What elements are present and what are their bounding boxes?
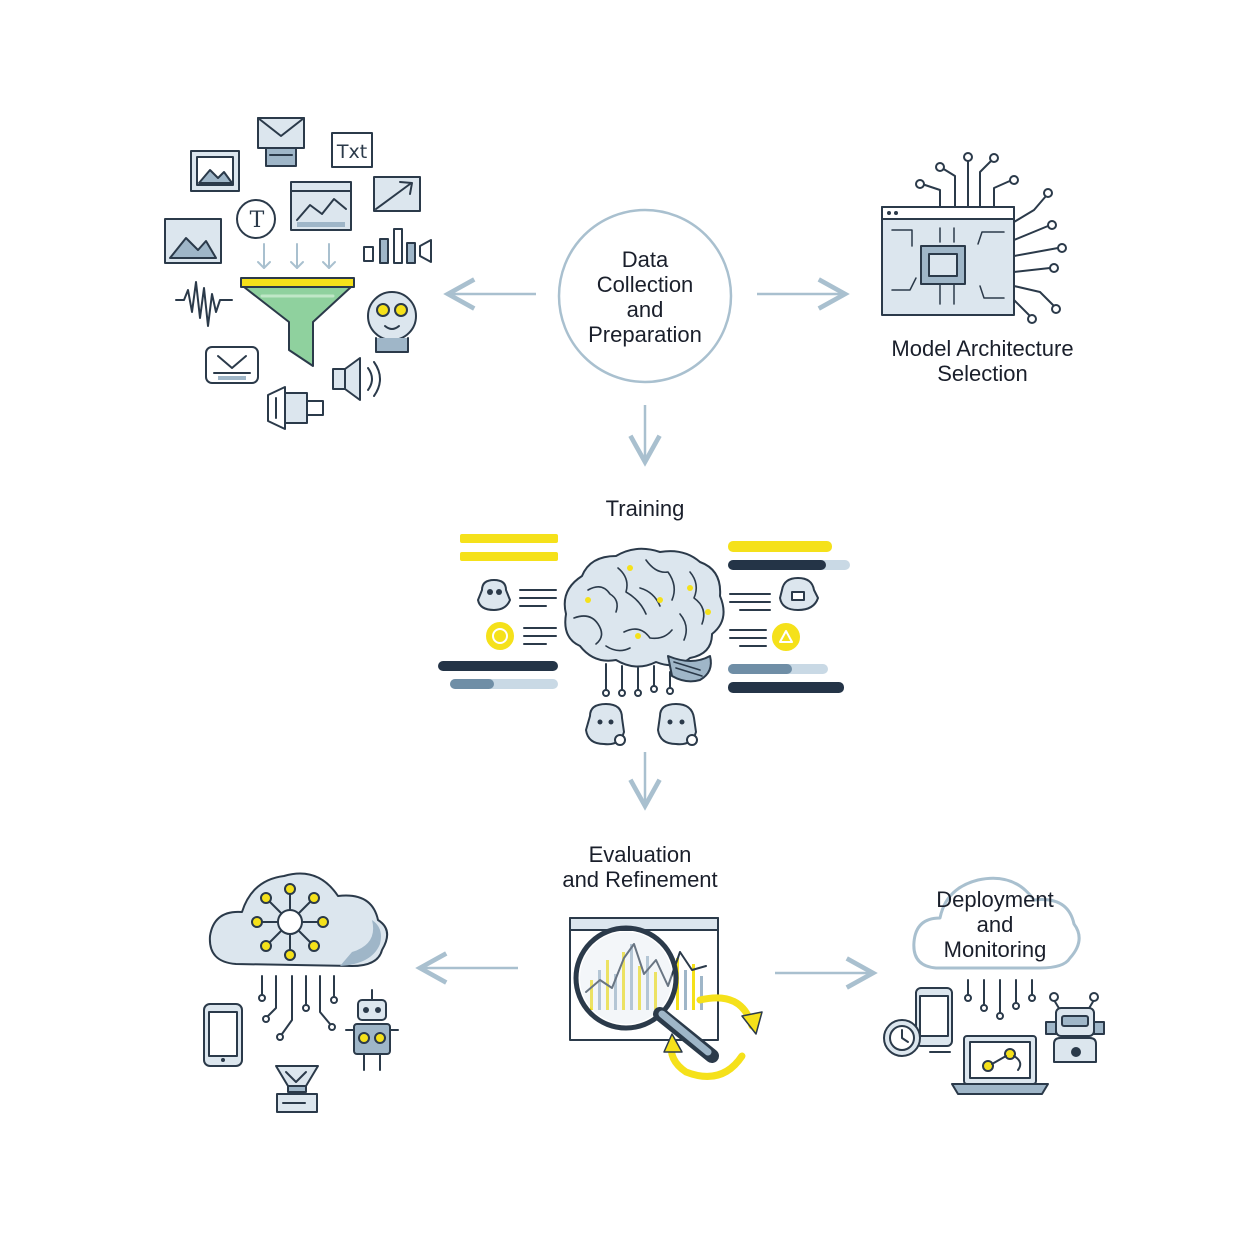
input-arrows bbox=[257, 243, 336, 269]
label-line: Collection bbox=[596, 272, 694, 297]
progress-bar bbox=[728, 560, 826, 570]
evaluation-label: Evaluation and Refinement bbox=[520, 842, 760, 892]
progress-bar bbox=[728, 541, 832, 552]
progress-bar bbox=[728, 682, 844, 693]
txt-label: Txt bbox=[336, 141, 367, 163]
font-icon: T bbox=[236, 199, 276, 239]
flow-arrows bbox=[415, 277, 878, 990]
inbox-download-icon bbox=[205, 346, 259, 384]
chart-window-icon bbox=[290, 181, 352, 231]
training-illustration bbox=[438, 534, 850, 746]
server-stand-icon bbox=[275, 1065, 319, 1113]
label-line: Monitoring bbox=[943, 937, 1047, 962]
brain-icon bbox=[563, 547, 725, 683]
funnel-icon bbox=[240, 277, 355, 367]
model-architecture-icon bbox=[881, 152, 1067, 324]
progress-bar bbox=[460, 534, 558, 543]
clock-icon bbox=[883, 1019, 921, 1057]
label-line: Selection bbox=[937, 361, 1028, 386]
device-phone-icon bbox=[915, 987, 953, 1053]
model-architecture-label: Model Architecture Selection bbox=[850, 336, 1115, 386]
audio-waveform-icon bbox=[175, 281, 233, 327]
label-line: and Refinement bbox=[562, 867, 718, 892]
data-collection-label: Data Collection and Preparation bbox=[565, 247, 725, 347]
progress-bar bbox=[728, 664, 792, 674]
label-line: and bbox=[626, 297, 664, 322]
speaker-icon bbox=[332, 357, 381, 401]
learner-face-icon bbox=[585, 703, 626, 746]
label-line: and bbox=[976, 912, 1014, 937]
label-line: Model Architecture bbox=[891, 336, 1074, 361]
robot-icon bbox=[345, 989, 399, 1071]
label-line: Preparation bbox=[588, 322, 702, 347]
network-hub-icon bbox=[251, 883, 329, 961]
label-line: Training bbox=[605, 496, 685, 521]
data-collection-node bbox=[557, 208, 733, 384]
deployment-cloud-icon bbox=[912, 876, 1081, 970]
training-label: Training bbox=[560, 496, 730, 521]
image-icon bbox=[190, 150, 240, 192]
label-line: Deployment bbox=[936, 887, 1054, 912]
cloud-services-illustration bbox=[203, 872, 399, 1113]
evaluation-illustration bbox=[569, 917, 763, 1080]
learner-face-icon bbox=[657, 703, 698, 746]
label-line: Evaluation bbox=[588, 842, 692, 867]
deployment-robot-icon bbox=[1045, 992, 1105, 1063]
face-token-icon bbox=[486, 622, 514, 650]
data-sources-cluster: Txt T bbox=[164, 117, 432, 430]
user-face-icon bbox=[367, 291, 417, 353]
model-node-icon bbox=[477, 579, 511, 611]
font-icon-label: T bbox=[250, 208, 265, 233]
text-file-icon: Txt bbox=[331, 132, 373, 168]
landscape-image-icon bbox=[164, 218, 222, 264]
progress-bar bbox=[460, 552, 558, 561]
mail-icon bbox=[373, 176, 421, 212]
progress-bar bbox=[438, 661, 558, 671]
level-bars-icon bbox=[363, 228, 432, 264]
magnifier-icon bbox=[573, 925, 719, 1063]
deployment-illustration bbox=[883, 876, 1105, 1095]
warning-token-icon bbox=[772, 623, 800, 651]
deployment-label: Deployment and Monitoring bbox=[910, 887, 1080, 962]
lock-node-icon bbox=[779, 577, 819, 611]
laptop-icon bbox=[951, 1035, 1049, 1095]
progress-bar bbox=[450, 679, 494, 689]
smartphone-icon bbox=[203, 1003, 243, 1067]
envelope-icon bbox=[257, 117, 305, 167]
label-line: Data bbox=[621, 247, 669, 272]
camera-icon bbox=[267, 386, 324, 430]
